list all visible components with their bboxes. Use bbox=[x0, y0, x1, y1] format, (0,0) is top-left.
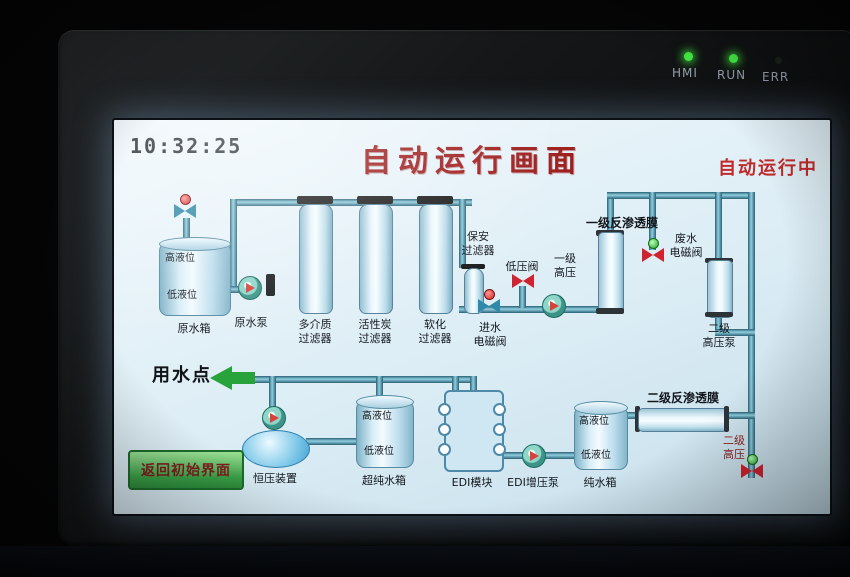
hmi-led bbox=[684, 52, 693, 61]
stage1-hp-label: 一级 高压 bbox=[546, 252, 584, 280]
vessel-cap-icon bbox=[596, 308, 624, 314]
run-led bbox=[729, 54, 738, 63]
label-line: 电磁阀 bbox=[473, 335, 507, 349]
ro2-membrane bbox=[638, 408, 728, 432]
pressure-sensor-icon bbox=[266, 274, 275, 296]
water-point-arrow-icon bbox=[210, 366, 256, 390]
carbon-filter-label: 活性炭 过滤器 bbox=[345, 318, 405, 346]
edi-port-icon bbox=[493, 423, 506, 436]
vessel-cap-icon bbox=[705, 312, 733, 317]
label-line: 过滤器 bbox=[358, 332, 392, 346]
label-line: 保安 bbox=[467, 230, 489, 243]
edi-module-label: EDI模块 bbox=[451, 476, 493, 489]
softener-filter bbox=[419, 204, 453, 314]
label-line: 高压 bbox=[554, 266, 576, 280]
filter-cap-icon bbox=[297, 196, 333, 204]
raw-tank-high-level-label: 高液位 bbox=[165, 253, 195, 264]
waste-solenoid-valve-icon bbox=[642, 238, 664, 262]
stage2-hp-pump-vessel bbox=[707, 260, 733, 318]
raw-pump-label: 原水泵 bbox=[234, 316, 268, 329]
hmi-led-label: HMI bbox=[672, 66, 698, 80]
label-line: 过滤器 bbox=[298, 332, 332, 346]
label-line: 过滤器 bbox=[461, 244, 495, 258]
carbon-filter bbox=[359, 204, 393, 314]
err-led bbox=[774, 56, 783, 65]
stage2-hp-valve-icon bbox=[741, 454, 763, 478]
multimedia-filter-label: 多介质 过滤器 bbox=[285, 318, 345, 346]
hmi-screen: 10:32:25 自动运行画面 自动运行中 高液位 低液位 原水箱 原水泵 多介… bbox=[112, 118, 832, 516]
low-pressure-valve-label: 低压阀 bbox=[505, 260, 539, 273]
water-point-label: 用水点 bbox=[152, 365, 212, 386]
label-line: 多介质 bbox=[298, 318, 332, 331]
edi-port-icon bbox=[438, 423, 451, 436]
run-status-text: 自动运行中 bbox=[718, 158, 818, 179]
valve-coil-icon bbox=[648, 238, 659, 249]
pipe bbox=[715, 192, 722, 260]
raw-tank-valve-icon bbox=[174, 194, 196, 218]
raw-pump-icon bbox=[238, 276, 262, 300]
inlet-solenoid-valve-icon bbox=[478, 289, 500, 313]
ultrapure-tank-high-level-label: 高液位 bbox=[362, 411, 392, 422]
edi-port-icon bbox=[438, 443, 451, 456]
multimedia-filter bbox=[299, 204, 333, 314]
pressure-device-label: 恒压装置 bbox=[253, 472, 297, 485]
edi-port-icon bbox=[493, 443, 506, 456]
pipe bbox=[269, 376, 276, 410]
vessel-cap-icon bbox=[724, 406, 729, 432]
ultrapure-tank-label: 超纯水箱 bbox=[362, 474, 406, 487]
low-pressure-valve-icon bbox=[512, 274, 534, 288]
label-line: 一级 bbox=[554, 252, 576, 265]
label-line: 过滤器 bbox=[418, 332, 452, 346]
inlet-valve-label: 进水 电磁阀 bbox=[466, 321, 514, 349]
edi-booster-pump-label: EDI增压泵 bbox=[507, 476, 559, 489]
label-line: 电磁阀 bbox=[669, 246, 703, 260]
pipe bbox=[607, 192, 755, 199]
softener-filter-label: 软化 过滤器 bbox=[405, 318, 465, 346]
raw-tank-low-level-label: 低液位 bbox=[167, 290, 197, 301]
label-line: 活性炭 bbox=[358, 318, 392, 331]
pure-tank-low-level-label: 低液位 bbox=[581, 450, 611, 461]
return-home-button[interactable]: 返回初始界面 bbox=[128, 450, 244, 490]
stage2-hp-pump-label: 二级 高压泵 bbox=[692, 322, 746, 350]
valve-coil-icon bbox=[484, 289, 495, 300]
label-line: 二级 bbox=[723, 434, 745, 447]
ro2-label: 二级反渗透膜 bbox=[646, 391, 719, 405]
security-filter-label: 保安 过滤器 bbox=[454, 230, 502, 258]
label-line: 废水 bbox=[675, 232, 697, 245]
err-led-label: ERR bbox=[762, 70, 790, 84]
label-line: 高压泵 bbox=[702, 336, 736, 350]
waste-valve-label: 废水 电磁阀 bbox=[662, 232, 710, 260]
filter-cap-icon bbox=[357, 196, 393, 204]
pipe bbox=[248, 376, 477, 383]
raw-tank-label: 原水箱 bbox=[177, 322, 211, 335]
filter-cap-icon bbox=[417, 196, 453, 204]
label-line: 进水 bbox=[479, 321, 501, 334]
run-led-label: RUN bbox=[717, 68, 747, 82]
pressure-device-vessel bbox=[242, 430, 310, 468]
valve-coil-icon bbox=[747, 454, 758, 465]
ro1-membrane bbox=[598, 232, 624, 314]
edi-booster-pump-icon bbox=[522, 444, 546, 468]
edi-port-icon bbox=[493, 403, 506, 416]
photo-floor bbox=[0, 546, 850, 577]
pipe bbox=[230, 199, 237, 292]
label-line: 二级 bbox=[708, 322, 730, 335]
ultrapure-tank-low-level-label: 低液位 bbox=[364, 446, 394, 457]
label-line: 软化 bbox=[424, 318, 446, 331]
pure-tank-label: 纯水箱 bbox=[583, 476, 617, 489]
pipe bbox=[519, 286, 526, 308]
pressure-device-pump-icon bbox=[262, 406, 286, 430]
pure-tank-high-level-label: 高液位 bbox=[579, 416, 609, 427]
edi-port-icon bbox=[438, 403, 451, 416]
valve-coil-icon bbox=[180, 194, 191, 205]
pipe bbox=[306, 438, 358, 445]
stage1-hp-pump-icon bbox=[542, 294, 566, 318]
